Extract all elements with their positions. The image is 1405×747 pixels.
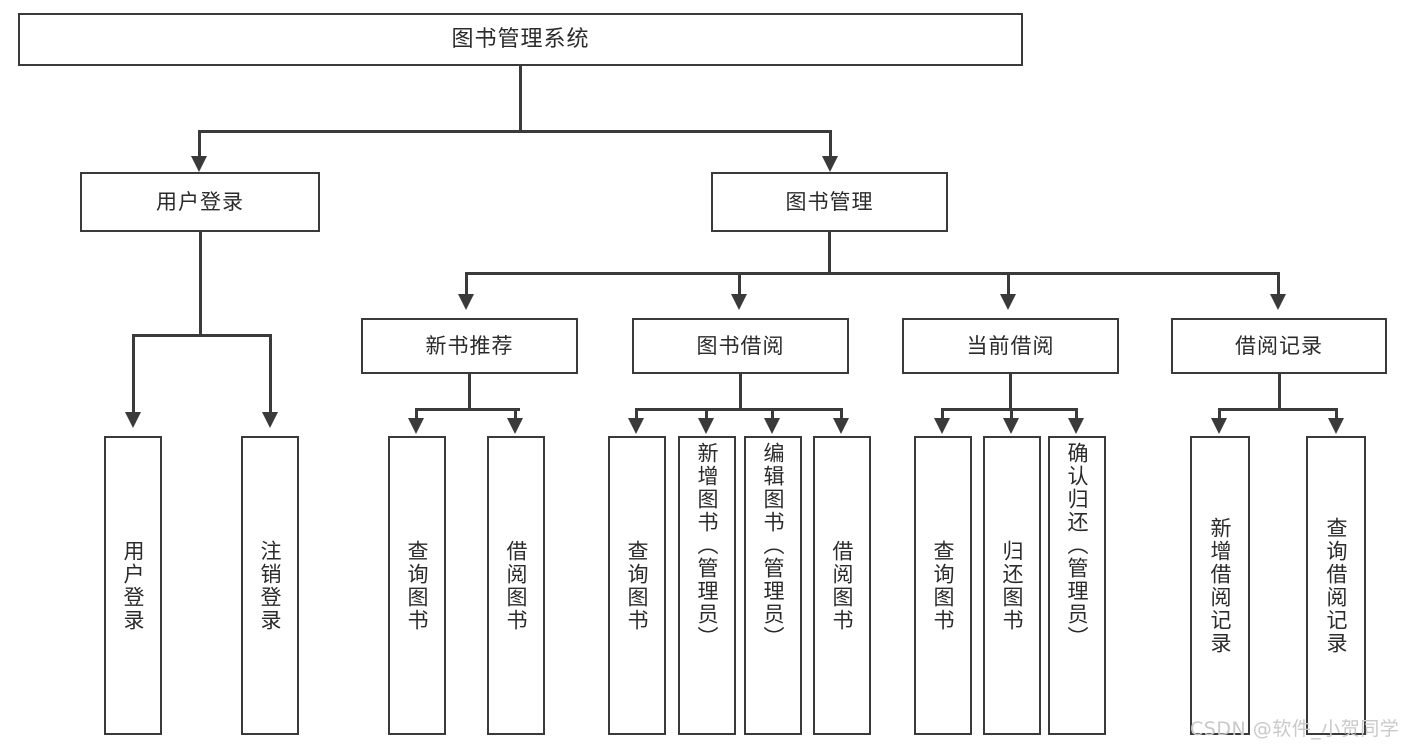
- arrowhead-bm-to-borrow-record: [1270, 294, 1286, 310]
- arrowhead-current-borrow-leaf2: [1003, 418, 1019, 434]
- arrowhead-root-to-book-management: [822, 156, 838, 172]
- connector-bm-to-new-book: [465, 272, 468, 296]
- arrowhead-current-borrow-leaf3: [1068, 418, 1084, 434]
- arrowhead-bm-to-new-book: [458, 294, 474, 310]
- leaf-book-borrow-add[interactable]: 新增图书（管理员）: [678, 436, 736, 735]
- node-label: 新书推荐: [425, 333, 514, 358]
- node-label: 新增借阅记录: [1208, 516, 1233, 655]
- connector-book-borrow-leaf2: [705, 408, 708, 420]
- leaf-user-login-logout[interactable]: 注销登录: [241, 436, 299, 735]
- node-label: 借阅图书: [504, 539, 529, 632]
- arrowhead-bm-to-current-borrow: [1000, 294, 1016, 310]
- connector-new-book-leaf2: [514, 408, 517, 420]
- connector-bm-to-current-borrow: [1007, 272, 1010, 296]
- node-label: 确认归还（管理员）: [1065, 442, 1090, 649]
- connector-book-borrow-stem: [739, 374, 742, 410]
- node-label: 借阅图书: [830, 539, 855, 632]
- leaf-borrow-record-add[interactable]: 新增借阅记录: [1190, 436, 1250, 735]
- connector-user-login-stem: [199, 232, 202, 336]
- node-label: 图书管理: [785, 189, 874, 214]
- connector-current-borrow-leaf2: [1010, 408, 1013, 420]
- node-label: 查询图书: [931, 539, 956, 632]
- leaf-current-borrow-return[interactable]: 归还图书: [983, 436, 1041, 735]
- node-book-management[interactable]: 图书管理: [711, 172, 948, 232]
- connector-current-borrow-stem: [1009, 374, 1012, 410]
- arrowhead-user-login-leaf1: [125, 412, 141, 428]
- leaf-current-borrow-confirm-return[interactable]: 确认归还（管理员）: [1048, 436, 1106, 735]
- node-label: 查询图书: [405, 539, 430, 632]
- arrowhead-book-borrow-leaf3: [764, 418, 780, 434]
- arrowhead-borrow-record-leaf2: [1328, 418, 1344, 434]
- node-label: 查询借阅记录: [1324, 516, 1349, 655]
- arrowhead-new-book-leaf2: [507, 418, 523, 434]
- connector-book-borrow-leaf3: [771, 408, 774, 420]
- connector-bm-to-borrow-record: [1277, 272, 1280, 296]
- connector-book-management-stem: [828, 232, 831, 274]
- node-new-book-recommend[interactable]: 新书推荐: [361, 318, 578, 374]
- connector-book-borrow-bus: [635, 408, 842, 411]
- arrowhead-root-to-user-login: [191, 156, 207, 172]
- node-label: 查询图书: [625, 539, 650, 632]
- connector-root-to-user-login: [198, 130, 201, 158]
- connector-borrow-record-stem: [1278, 374, 1281, 410]
- arrowhead-book-borrow-leaf4: [833, 418, 849, 434]
- node-root-book-management-system[interactable]: 图书管理系统: [18, 13, 1023, 66]
- node-label: 编辑图书（管理员）: [761, 442, 786, 649]
- connector-current-borrow-bus: [941, 408, 1078, 411]
- node-user-login[interactable]: 用户登录: [80, 172, 320, 232]
- node-label: 新增图书（管理员）: [695, 442, 720, 649]
- node-label: 归还图书: [1000, 539, 1025, 632]
- node-borrow-record[interactable]: 借阅记录: [1171, 318, 1387, 374]
- node-current-borrow[interactable]: 当前借阅: [902, 318, 1119, 374]
- connector-book-borrow-leaf1: [635, 408, 638, 420]
- node-label: 用户登录: [121, 539, 146, 632]
- leaf-book-borrow-edit[interactable]: 编辑图书（管理员）: [744, 436, 802, 735]
- leaf-current-borrow-query[interactable]: 查询图书: [914, 436, 972, 735]
- connector-borrow-record-leaf2: [1335, 408, 1338, 420]
- connector-root-stem: [519, 66, 522, 132]
- connector-new-book-bus: [415, 408, 520, 411]
- leaf-book-borrow-borrow[interactable]: 借阅图书: [813, 436, 871, 735]
- connector-user-login-leaf1: [132, 334, 135, 414]
- arrowhead-current-borrow-leaf1: [934, 418, 950, 434]
- connector-current-borrow-leaf3: [1075, 408, 1078, 420]
- leaf-new-book-borrow[interactable]: 借阅图书: [487, 436, 545, 735]
- node-label: 当前借阅: [966, 333, 1055, 358]
- connector-root-bus: [198, 130, 831, 133]
- connector-root-to-book-management: [829, 130, 832, 158]
- arrowhead-borrow-record-leaf1: [1211, 418, 1227, 434]
- arrowhead-new-book-leaf1: [408, 418, 424, 434]
- connector-new-book-stem: [468, 374, 471, 410]
- connector-borrow-record-leaf1: [1218, 408, 1221, 420]
- connector-user-login-leaf2: [269, 334, 272, 414]
- connector-book-management-bus: [465, 272, 1279, 275]
- arrowhead-book-borrow-leaf2: [698, 418, 714, 434]
- leaf-user-login-login[interactable]: 用户登录: [104, 436, 162, 735]
- connector-user-login-bus: [132, 334, 271, 337]
- arrowhead-bm-to-book-borrow: [731, 294, 747, 310]
- node-book-borrow[interactable]: 图书借阅: [632, 318, 849, 374]
- leaf-book-borrow-query[interactable]: 查询图书: [608, 436, 666, 735]
- connector-book-borrow-leaf4: [840, 408, 843, 420]
- arrowhead-user-login-leaf2: [262, 412, 278, 428]
- node-label: 借阅记录: [1235, 333, 1323, 358]
- node-label: 图书管理系统: [451, 26, 590, 52]
- node-label: 图书借阅: [696, 333, 785, 358]
- connector-bm-to-book-borrow: [738, 272, 741, 296]
- connector-borrow-record-bus: [1218, 408, 1338, 411]
- connector-new-book-leaf1: [415, 408, 418, 420]
- connector-current-borrow-leaf1: [941, 408, 944, 420]
- leaf-new-book-query[interactable]: 查询图书: [388, 436, 446, 735]
- node-label: 注销登录: [258, 539, 283, 632]
- leaf-borrow-record-query[interactable]: 查询借阅记录: [1306, 436, 1366, 735]
- arrowhead-book-borrow-leaf1: [628, 418, 644, 434]
- node-label: 用户登录: [156, 189, 244, 214]
